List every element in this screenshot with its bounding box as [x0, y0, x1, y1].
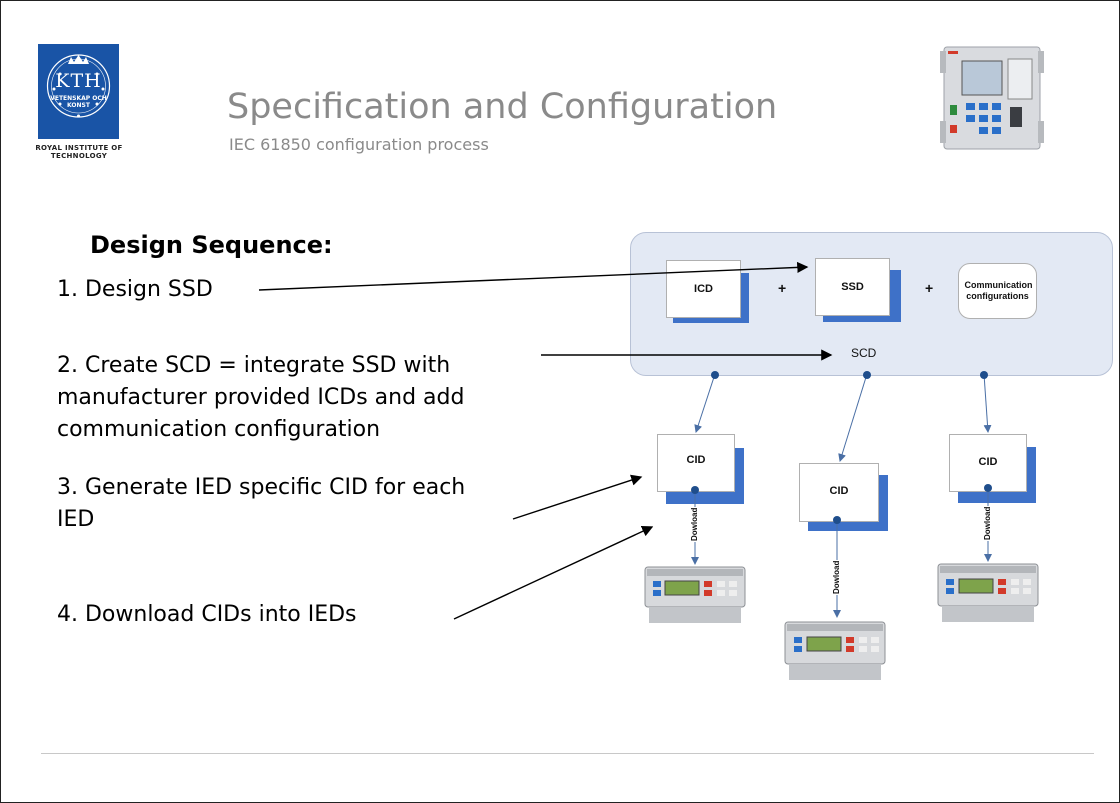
step-4: 4. Download CIDs into IEDs — [57, 602, 357, 627]
logo-caption: ROYAL INSTITUTE OF TECHNOLOGY — [35, 144, 123, 160]
footer-divider — [41, 753, 1094, 754]
kth-logo — [38, 44, 119, 139]
communication-configurations-label: Communication configurations — [964, 280, 1033, 301]
step-2: 2. Create SCD = integrate SSD with manuf… — [57, 353, 465, 442]
ied-device-3 — [937, 563, 1039, 622]
logo-text: KTH — [55, 70, 102, 92]
ied-device-image — [936, 41, 1048, 157]
arrow-step-4 — [453, 526, 654, 620]
cid-doc-1: CID — [657, 434, 735, 492]
plus-sign-1: + — [778, 280, 787, 296]
communication-configurations-box: Communication configurations — [958, 263, 1037, 319]
step-1: 1. Design SSD — [57, 277, 213, 302]
design-sequence-heading: Design Sequence: — [90, 231, 333, 259]
page-title: Specification and Configuration — [227, 87, 778, 127]
arrow-step-1 — [258, 261, 809, 291]
download-label-1: Dowload — [690, 506, 699, 542]
plus-sign-2: + — [925, 280, 934, 296]
download-label-2: Dowload — [832, 559, 841, 595]
scd-label: SCD — [851, 346, 877, 360]
ied-device-2 — [784, 621, 886, 680]
step-3: 3. Generate IED specific CID for each IE… — [57, 475, 466, 532]
logo-subtext: VETENSKAP OCH KONST — [50, 95, 107, 109]
ied-device-1 — [644, 566, 746, 623]
kth-crest-icon — [46, 54, 111, 118]
download-label-3: Dowload — [983, 505, 992, 541]
cid-doc-3: CID — [949, 434, 1027, 492]
ied-device-icon — [940, 46, 1044, 150]
arrow-step-3 — [512, 474, 643, 520]
ssd-doc: SSD — [815, 258, 890, 316]
page-subtitle: IEC 61850 configuration process — [229, 135, 489, 154]
